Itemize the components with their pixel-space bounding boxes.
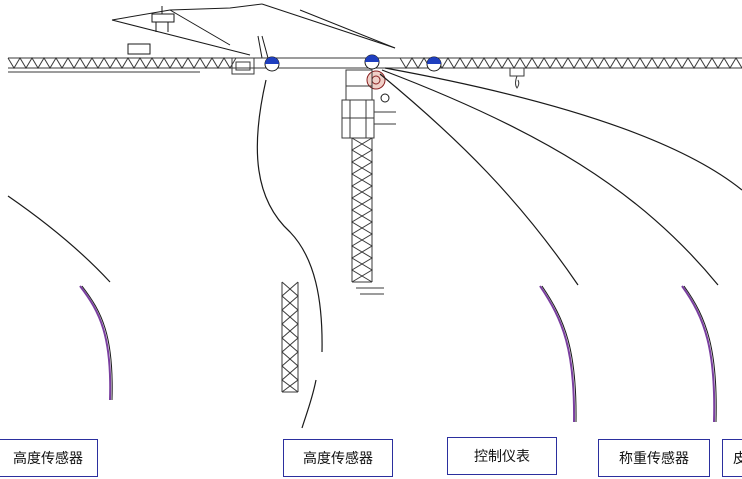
cables — [7, 67, 742, 429]
height-sensor-label: 高度传感器 — [303, 451, 373, 467]
boom-rollers — [264, 54, 442, 103]
control-instrument-label: 控制仪表 — [474, 449, 530, 465]
tower-column — [341, 69, 396, 295]
lower-column — [281, 281, 299, 393]
weighing-sensor-box: 称重传感器 — [598, 439, 710, 477]
partial-label-right-text: 皮 — [733, 448, 742, 468]
arcs — [79, 285, 717, 423]
superstructure — [111, 3, 396, 59]
sensor-label-left-text: 高度传感器 — [13, 451, 83, 467]
sensor-label-box-left: 高度传感器 — [0, 439, 98, 477]
height-sensor-box: 高度传感器 — [283, 439, 393, 477]
weighing-sensor-label: 称重传感器 — [619, 451, 689, 467]
control-instrument-box: 控制仪表 — [447, 437, 557, 475]
partial-label-box-right: 皮 — [722, 439, 742, 477]
